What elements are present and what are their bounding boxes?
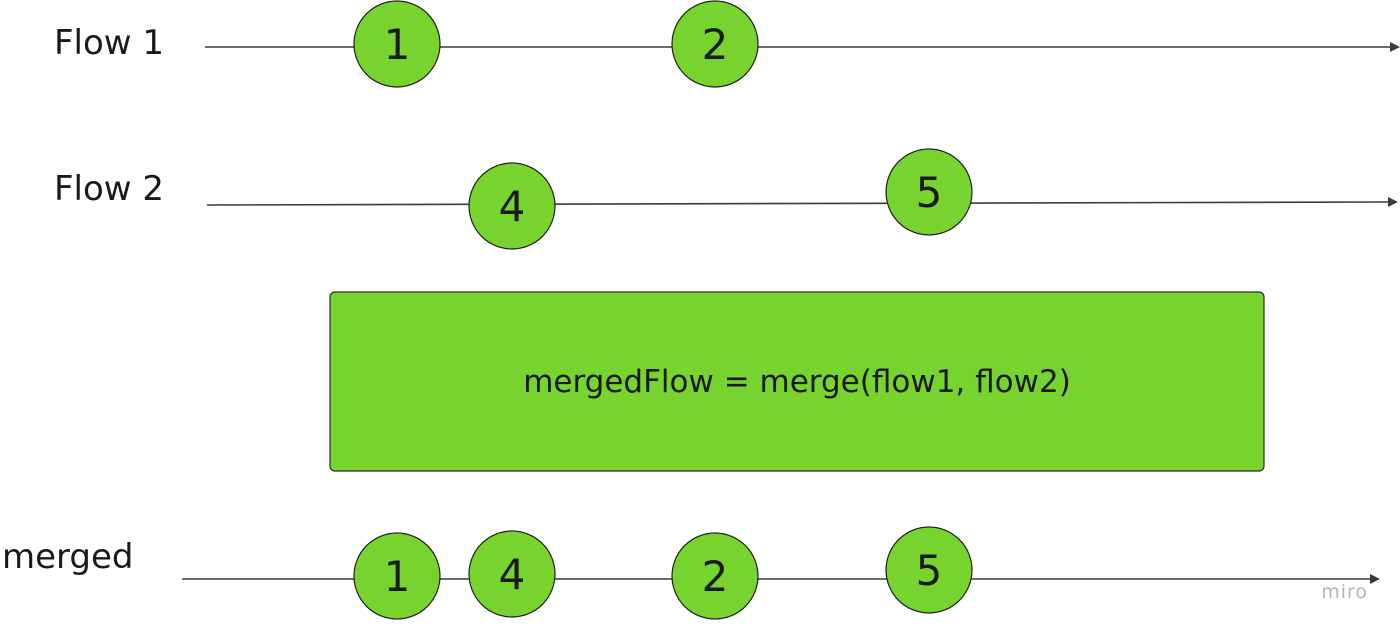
flow2-label: Flow 2 xyxy=(54,169,164,209)
marble-value: 4 xyxy=(499,182,526,231)
flow2-row: Flow 2 4 5 xyxy=(54,148,1398,250)
flow2-arrowhead xyxy=(1388,197,1398,207)
marble: 2 xyxy=(671,0,759,88)
flow2-timeline xyxy=(206,201,1391,206)
flow1-arrowhead xyxy=(1390,42,1400,52)
operator-rect xyxy=(329,291,1265,472)
marble: 4 xyxy=(468,530,556,618)
marble: 2 xyxy=(671,532,759,620)
marble-value: 5 xyxy=(916,546,943,595)
flow1-label: Flow 1 xyxy=(54,23,164,63)
marble-circle xyxy=(671,532,759,620)
marble: 5 xyxy=(885,526,973,614)
operator-box: mergedFlow = merge(flow1, flow2) xyxy=(329,291,1265,472)
merged-arrowhead xyxy=(1370,574,1380,584)
marble-value: 1 xyxy=(384,20,411,69)
miro-watermark: miro xyxy=(1321,581,1368,603)
marble-circle xyxy=(353,532,441,620)
marble-circle xyxy=(353,0,441,88)
marble: 1 xyxy=(353,532,441,620)
marble-circle xyxy=(885,526,973,614)
marble-circle xyxy=(671,0,759,88)
flow1-row: Flow 1 1 2 xyxy=(54,0,1400,88)
marble-value: 5 xyxy=(916,168,943,217)
marble: 4 xyxy=(468,162,556,250)
marble: 5 xyxy=(885,148,973,236)
marble-value: 4 xyxy=(499,550,526,599)
operator-label: mergedFlow = merge(flow1, flow2) xyxy=(523,364,1071,400)
marble-value: 2 xyxy=(702,552,729,601)
marble-circle xyxy=(468,530,556,618)
merged-label: merged xyxy=(2,537,134,577)
marble-circle xyxy=(468,162,556,250)
marble-value: 2 xyxy=(702,20,729,69)
marble-circle xyxy=(885,148,973,236)
marble-value: 1 xyxy=(384,552,411,601)
merged-row: merged 1 4 2 5 xyxy=(2,526,1380,620)
marble: 1 xyxy=(353,0,441,88)
